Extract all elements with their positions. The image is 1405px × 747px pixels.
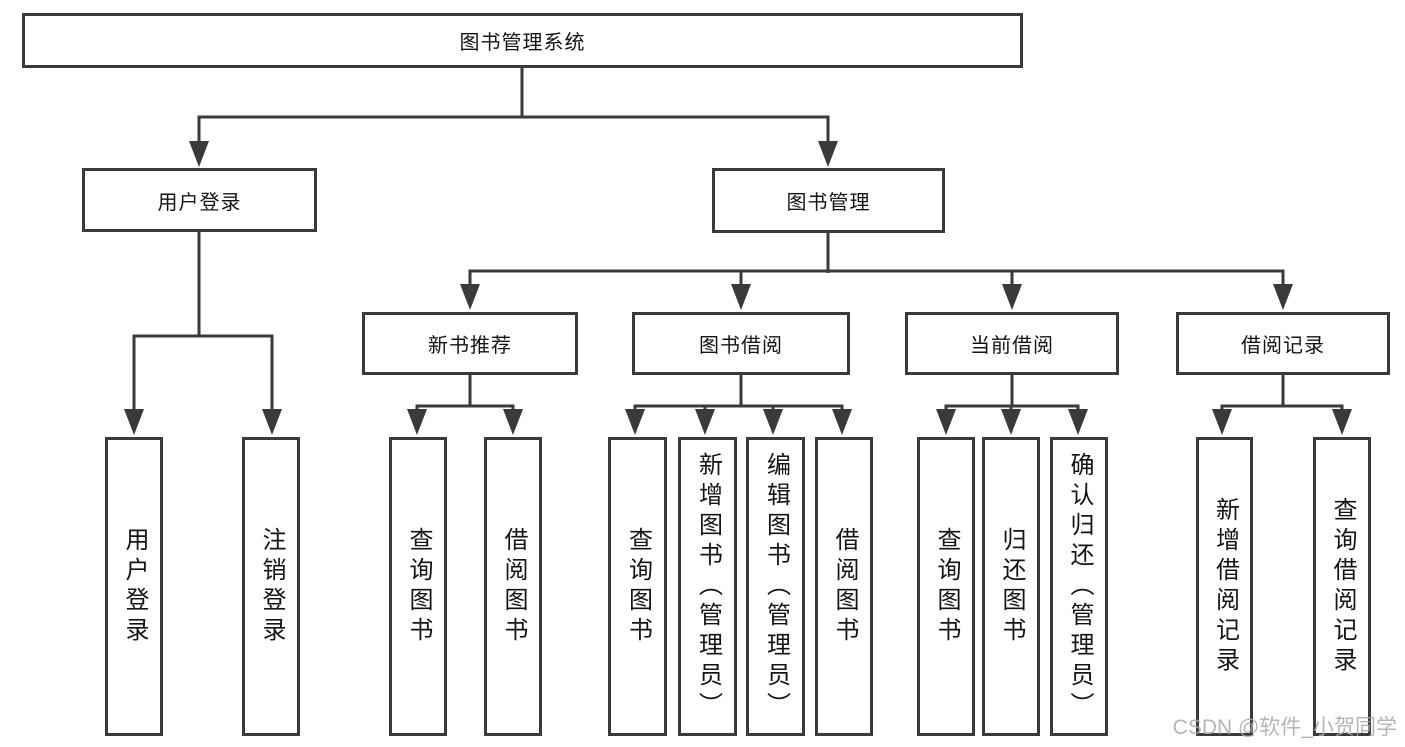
node-label: 确认归还（管理员） — [1066, 451, 1093, 722]
node-user-login: 用户登录 — [82, 168, 317, 232]
leaf-edit-book-admin: 编辑图书（管理员） — [746, 437, 805, 736]
leaf-borrow-book-recommend: 借阅图书 — [484, 437, 542, 736]
node-book-borrow: 图书借阅 — [632, 312, 850, 375]
arrowhead-down — [1212, 409, 1232, 435]
leaf-user-login: 用户登录 — [105, 437, 163, 736]
leaf-query-book-recommend: 查询图书 — [389, 437, 447, 736]
node-label: 借阅图书 — [500, 526, 527, 647]
arrowhead-down — [460, 284, 480, 310]
arrowhead-down — [503, 409, 523, 435]
leaf-add-book-admin: 新增图书（管理员） — [678, 437, 737, 736]
node-current-borrow: 当前借阅 — [905, 312, 1119, 375]
leaf-return-book: 归还图书 — [982, 437, 1040, 736]
node-label: 图书管理系统 — [459, 32, 586, 54]
node-library-system: 图书管理系统 — [22, 13, 1023, 68]
node-label: 注销登录 — [258, 526, 285, 647]
node-label: 借阅图书 — [831, 526, 858, 647]
arrowhead-down — [1273, 284, 1293, 310]
arrowhead-down — [1001, 409, 1021, 435]
arrowhead-down — [189, 141, 209, 167]
leaf-borrow-book: 借阅图书 — [815, 437, 873, 736]
arrowhead-down — [936, 409, 956, 435]
node-label: 查询图书 — [405, 526, 432, 647]
leaf-confirm-return-admin: 确认归还（管理员） — [1050, 437, 1108, 736]
node-label: 新书推荐 — [428, 335, 512, 357]
arrowhead-down — [832, 409, 852, 435]
node-label: 新增借阅记录 — [1211, 496, 1239, 677]
leaf-logout: 注销登录 — [242, 437, 300, 736]
leaf-query-book-borrow: 查询图书 — [608, 437, 667, 736]
arrowhead-down — [1332, 409, 1352, 435]
node-borrow-record: 借阅记录 — [1176, 312, 1390, 375]
node-label: 编辑图书（管理员） — [762, 451, 790, 722]
node-label: 借阅记录 — [1241, 335, 1325, 357]
arrowhead-down — [262, 409, 282, 435]
node-label: 归还图书 — [998, 526, 1025, 647]
node-label: 当前借阅 — [970, 335, 1054, 357]
node-label: 查询图书 — [933, 526, 960, 647]
node-label: 用户登录 — [121, 526, 148, 647]
node-label: 查询图书 — [624, 526, 652, 647]
arrowhead-down — [1002, 284, 1022, 310]
arrowhead-down — [124, 409, 144, 435]
arrowhead-down — [763, 409, 783, 435]
node-book-management: 图书管理 — [712, 168, 945, 233]
leaf-add-borrow-record: 新增借阅记录 — [1196, 437, 1253, 736]
node-label: 用户登录 — [157, 191, 242, 214]
node-label: 图书管理 — [786, 192, 871, 214]
leaf-query-book-current: 查询图书 — [917, 437, 975, 736]
arrowhead-down — [695, 409, 715, 435]
leaf-query-borrow-record: 查询借阅记录 — [1313, 437, 1371, 736]
arrowhead-down — [818, 141, 838, 167]
arrowhead-down — [625, 409, 645, 435]
node-label: 新增图书（管理员） — [694, 451, 722, 722]
arrowhead-down — [407, 409, 427, 435]
arrowhead-down — [1068, 409, 1088, 435]
node-label: 图书借阅 — [699, 335, 783, 357]
node-label: 查询借阅记录 — [1329, 496, 1356, 677]
arrowhead-down — [731, 284, 751, 310]
node-new-book-recommend: 新书推荐 — [362, 312, 578, 375]
